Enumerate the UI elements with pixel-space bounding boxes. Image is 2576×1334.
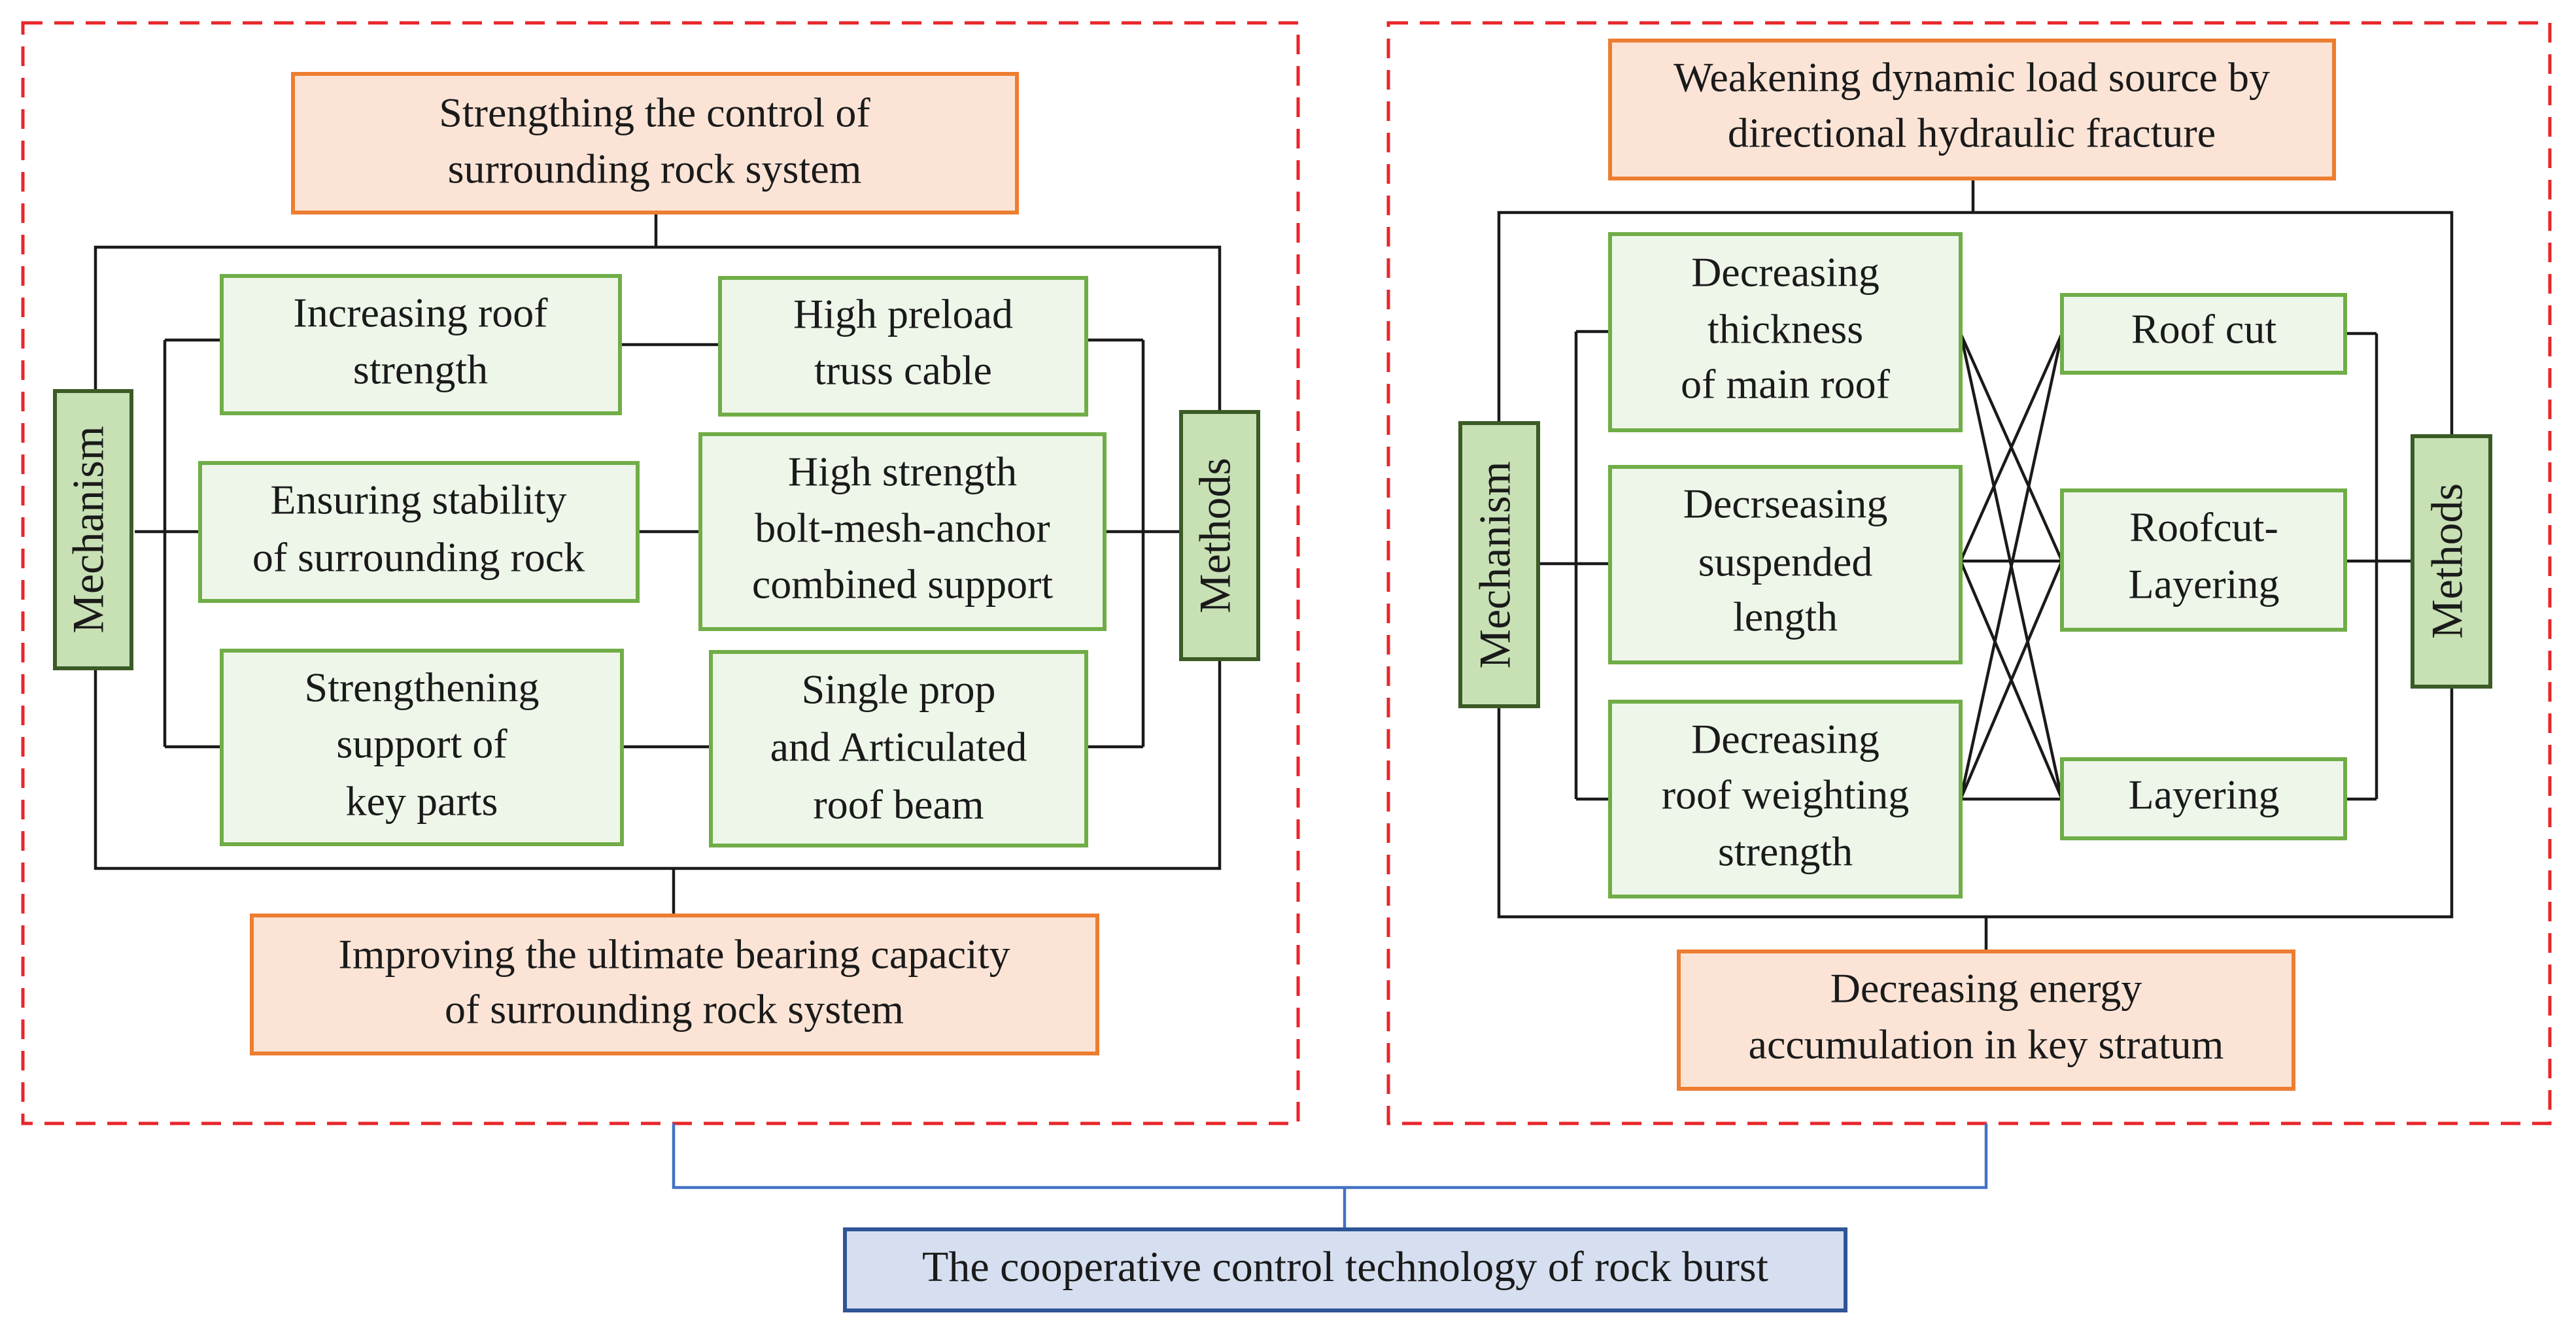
- left-mechanism-2: Ensuring stability of surrounding rock: [198, 461, 640, 603]
- svg-text:suspended: suspended: [1698, 539, 1873, 585]
- right-bottom-line-2: accumulation in key stratum: [1749, 1021, 2224, 1068]
- left-bottom-box: Improving the ultimate bearing capacity …: [250, 914, 1099, 1055]
- left-method-1: High preload truss cable: [718, 276, 1088, 417]
- svg-text:Decrseasing: Decrseasing: [1683, 481, 1888, 527]
- svg-text:Layering: Layering: [2129, 561, 2280, 607]
- right-mechanism-label: Mechanism: [1458, 421, 1540, 708]
- right-method-roof-cut: Roof cut: [2060, 293, 2347, 375]
- svg-text:High preload: High preload: [793, 291, 1013, 337]
- right-methods-text: Methods: [2422, 483, 2472, 639]
- svg-text:length: length: [1733, 594, 1838, 640]
- left-method-2: High strength bolt-mesh-anchor combined …: [698, 432, 1107, 631]
- root-box: The cooperative control technology of ro…: [843, 1227, 1847, 1312]
- right-panel-connectors: [1497, 179, 2454, 951]
- svg-text:Increasing roof: Increasing roof: [293, 290, 548, 336]
- right-mechanism-3: Decreasing roof weighting strength: [1608, 700, 1963, 898]
- right-top-line-1: Weakening dynamic load source by: [1674, 54, 2270, 101]
- right-top-line-2: directional hydraulic fracture: [1728, 110, 2216, 156]
- svg-text:Single prop: Single prop: [802, 666, 996, 713]
- svg-text:strength: strength: [353, 347, 488, 393]
- left-panel-connectors: [94, 213, 1222, 915]
- svg-text:combined support: combined support: [752, 561, 1054, 607]
- left-bottom-line-1: Improving the ultimate bearing capacity: [338, 931, 1010, 978]
- left-methods-text: Methods: [1190, 458, 1240, 613]
- left-panel-border: [21, 21, 1300, 1125]
- svg-text:of surrounding rock: of surrounding rock: [252, 534, 585, 581]
- svg-text:High strength: High strength: [788, 449, 1017, 495]
- root-connectors: [672, 1123, 1988, 1229]
- right-top-box: Weakening dynamic load source by directi…: [1608, 39, 2336, 180]
- svg-text:Layering: Layering: [2129, 772, 2280, 818]
- svg-text:strength: strength: [1718, 829, 1853, 875]
- svg-text:Decreasing: Decreasing: [1691, 716, 1880, 762]
- right-mechanism-1: Decreasing thickness of main roof: [1608, 232, 1963, 432]
- svg-text:roof beam: roof beam: [813, 781, 984, 828]
- root-label: The cooperative control technology of ro…: [922, 1243, 1768, 1291]
- left-mechanism-3: Strengthening support of key parts: [220, 649, 624, 846]
- svg-text:Roofcut-: Roofcut-: [2129, 504, 2278, 551]
- left-method-3: Single prop and Articulated roof beam: [709, 650, 1088, 847]
- left-top-line-2: surrounding rock system: [448, 146, 862, 192]
- left-top-box: Strengthing the control of surrounding r…: [291, 72, 1019, 214]
- svg-text:and Articulated: and Articulated: [770, 724, 1027, 770]
- right-mechanism-2: Decrseasing suspended length: [1608, 465, 1963, 664]
- right-method-layering: Layering: [2060, 757, 2347, 840]
- right-methods-label: Methods: [2411, 434, 2492, 689]
- svg-text:Ensuring stability: Ensuring stability: [270, 477, 566, 523]
- svg-text:support of: support of: [336, 721, 507, 767]
- svg-text:Strengthening: Strengthening: [304, 664, 539, 711]
- svg-text:truss cable: truss cable: [814, 347, 992, 394]
- left-mechanism-text: Mechanism: [63, 426, 113, 633]
- svg-text:thickness: thickness: [1708, 306, 1863, 352]
- right-bottom-box: Decreasing energy accumulation in key st…: [1677, 949, 2295, 1091]
- left-methods-label: Methods: [1179, 410, 1260, 661]
- svg-text:bolt-mesh-anchor: bolt-mesh-anchor: [755, 505, 1050, 551]
- right-panel-border: [1386, 21, 2552, 1125]
- left-bottom-line-2: of surrounding rock system: [445, 986, 904, 1033]
- svg-text:of main roof: of main roof: [1681, 361, 1891, 407]
- left-top-line-1: Strengthing the control of: [439, 90, 870, 136]
- svg-text:Roof cut: Roof cut: [2131, 306, 2276, 352]
- svg-text:roof weighting: roof weighting: [1662, 772, 1910, 818]
- svg-text:key parts: key parts: [346, 778, 498, 825]
- right-bottom-line-1: Decreasing energy: [1830, 965, 2142, 1012]
- right-mechanism-text: Mechanism: [1470, 461, 1520, 668]
- left-mechanism-1: Increasing roof strength: [220, 274, 622, 415]
- right-method-roofcut-layering: Roofcut- Layering: [2060, 488, 2347, 632]
- svg-text:Decreasing: Decreasing: [1691, 249, 1880, 296]
- left-mechanism-label: Mechanism: [53, 389, 133, 670]
